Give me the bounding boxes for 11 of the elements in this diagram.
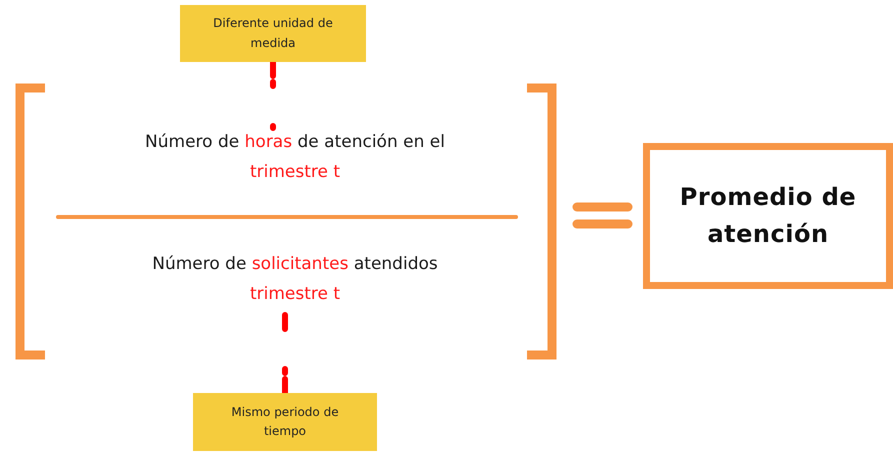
formula-text: Número de (152, 254, 246, 274)
formula-text: Número de (145, 132, 240, 152)
highlighted-term: trimestre t (250, 282, 340, 306)
note-box: Diferente unidad de medida (180, 5, 366, 62)
formula-text: atendidos (354, 254, 438, 274)
highlighted-term: solicitantes (252, 254, 348, 274)
note-box: Mismo periodo de tiempo (193, 393, 377, 451)
highlighted-term: horas (244, 132, 292, 152)
highlighted-term: trimestre t (250, 160, 340, 184)
formula-text: de atención en el (298, 132, 445, 152)
result-box: Promedio de atención (643, 143, 893, 289)
